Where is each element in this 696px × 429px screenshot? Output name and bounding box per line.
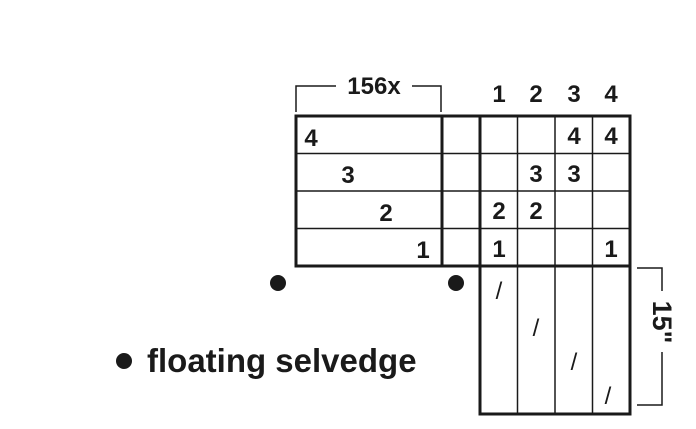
treadle-label-3: 3 — [567, 81, 580, 108]
threading-shaft-1: 1 — [416, 237, 429, 264]
tieup-cell: 2 — [529, 198, 542, 225]
tieup-cell: 1 — [492, 236, 505, 263]
tieup-cell: 3 — [567, 161, 580, 188]
floating-selvedge-dot-left — [270, 275, 286, 291]
tieup-cell: 4 — [567, 123, 581, 150]
treadling-mark: / — [533, 315, 540, 342]
legend-dot-icon — [116, 353, 132, 369]
treadle-label-1: 1 — [492, 81, 505, 108]
legend-label: floating selvedge — [147, 342, 417, 379]
length-bracket — [637, 267, 663, 406]
treadling-grid — [478, 266, 632, 416]
treadling-mark: / — [605, 383, 612, 410]
threading-shaft-4: 4 — [304, 125, 318, 152]
tieup-cell: 2 — [492, 198, 505, 225]
tieup-cell: 3 — [529, 161, 542, 188]
floating-selvedge-dot-right — [448, 275, 464, 291]
treadle-label-4: 4 — [604, 81, 618, 108]
threading-grid — [294, 114, 480, 268]
threading-shaft-2: 2 — [379, 200, 392, 227]
tieup-cell: 4 — [604, 123, 618, 150]
treadle-label-2: 2 — [529, 81, 542, 108]
threading-shaft-3: 3 — [341, 162, 354, 189]
treadling-mark: / — [496, 278, 503, 305]
length-label: 15" — [647, 301, 677, 344]
treadling-mark: / — [571, 349, 578, 376]
tieup-cell: 1 — [604, 236, 617, 263]
repeat-bracket — [295, 85, 442, 112]
repeat-label: 156x — [347, 73, 401, 100]
